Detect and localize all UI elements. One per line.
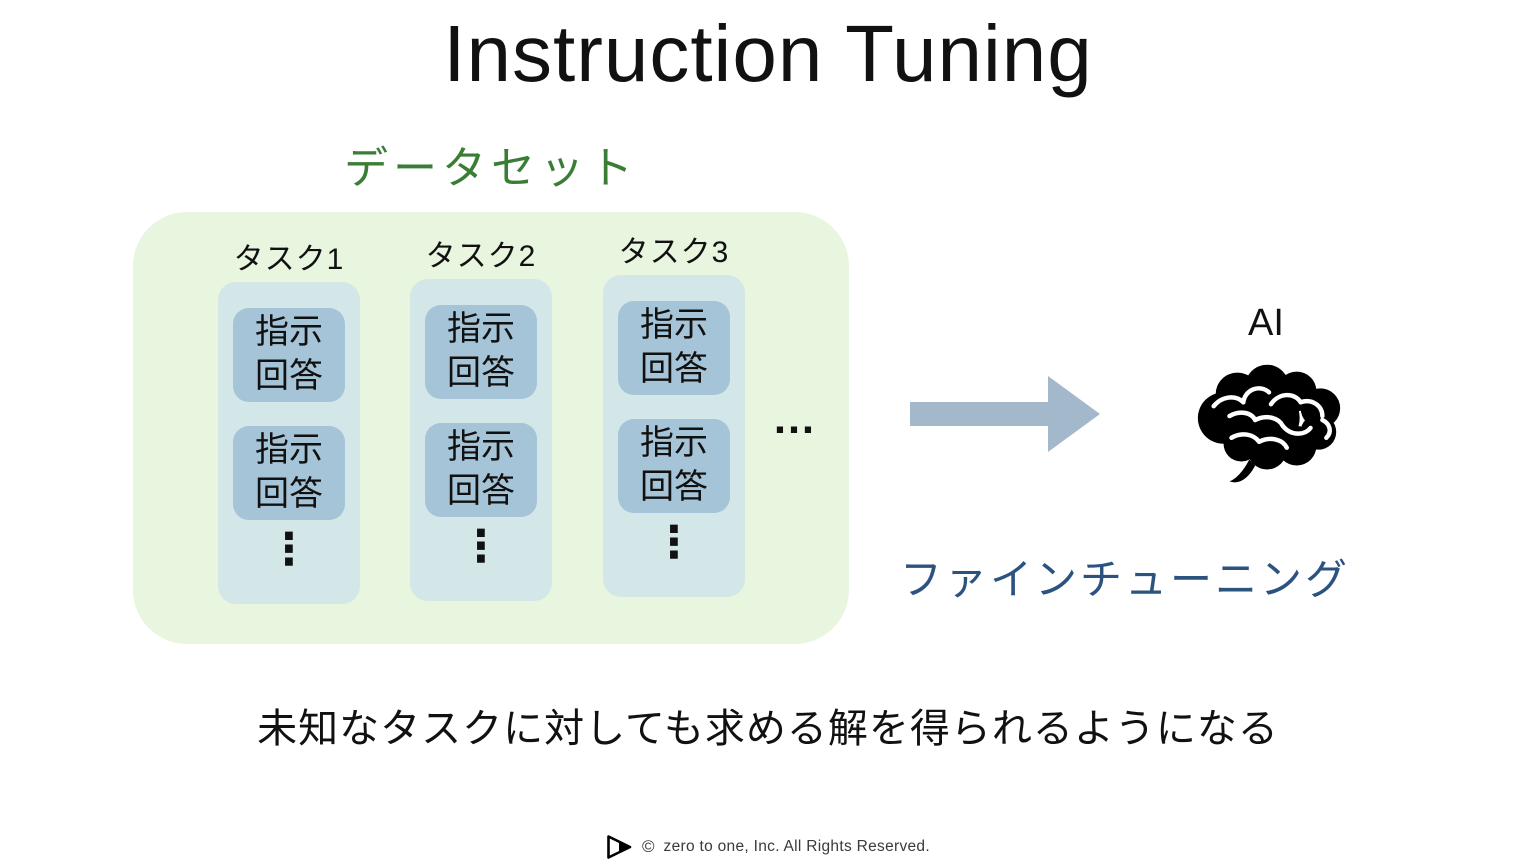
copyright-symbol: © bbox=[642, 837, 655, 856]
pair-answer-label: 回答 bbox=[447, 354, 515, 392]
pair-instruction-label: 指示 bbox=[447, 310, 515, 349]
dataset-label: データセット bbox=[344, 144, 638, 193]
pair-answer-label: 回答 bbox=[255, 357, 323, 395]
play-triangle-logo-icon bbox=[606, 834, 633, 860]
slide-title: Instruction Tuning bbox=[443, 9, 1093, 98]
instruction-answer-pair: 指示 回答 bbox=[618, 301, 730, 395]
brain-icon bbox=[1186, 360, 1354, 486]
footer: © zero to one, Inc. All Rights Reserved. bbox=[0, 834, 1536, 860]
instruction-answer-pair: 指示 回答 bbox=[233, 308, 345, 402]
more-tasks-ellipsis: … bbox=[772, 394, 819, 443]
task-column-2: タスク2 指示 回答 指示 回答 ⋮ bbox=[410, 231, 552, 601]
vertical-ellipsis: ⋮ bbox=[459, 521, 503, 572]
copyright-text: zero to one, Inc. All Rights Reserved. bbox=[663, 838, 930, 855]
instruction-answer-pair: 指示 回答 bbox=[425, 305, 537, 399]
pair-answer-label: 回答 bbox=[255, 475, 323, 513]
task-3-box: 指示 回答 指示 回答 ⋮ bbox=[603, 275, 745, 597]
task-2-box: 指示 回答 指示 回答 ⋮ bbox=[410, 279, 552, 601]
slide-caption: 未知なタスクに対しても求める解を得られるようになる bbox=[257, 707, 1279, 751]
task-column-1: タスク1 指示 回答 指示 回答 ⋮ bbox=[218, 234, 360, 604]
vertical-ellipsis: ⋮ bbox=[652, 517, 696, 568]
task-1-box: 指示 回答 指示 回答 ⋮ bbox=[218, 282, 360, 604]
pair-instruction-label: 指示 bbox=[255, 431, 323, 470]
task-3-label: タスク3 bbox=[618, 236, 730, 269]
instruction-answer-pair: 指示 回答 bbox=[425, 423, 537, 517]
pair-answer-label: 回答 bbox=[640, 468, 708, 506]
instruction-answer-pair: 指示 回答 bbox=[233, 426, 345, 520]
pair-instruction-label: 指示 bbox=[640, 424, 708, 463]
finetuning-label: ファインチューニング bbox=[900, 556, 1351, 603]
task-column-3: タスク3 指示 回答 指示 回答 ⋮ bbox=[603, 227, 745, 597]
ai-label: AI bbox=[1248, 302, 1284, 344]
vertical-ellipsis: ⋮ bbox=[267, 524, 311, 575]
pair-instruction-label: 指示 bbox=[640, 306, 708, 345]
pair-answer-label: 回答 bbox=[447, 472, 515, 510]
pair-instruction-label: 指示 bbox=[447, 428, 515, 467]
pair-answer-label: 回答 bbox=[640, 350, 708, 388]
task-2-label: タスク2 bbox=[425, 240, 537, 273]
instruction-answer-pair: 指示 回答 bbox=[618, 419, 730, 513]
task-1-label: タスク1 bbox=[233, 243, 345, 276]
right-arrow-icon bbox=[910, 372, 1102, 456]
pair-instruction-label: 指示 bbox=[255, 313, 323, 352]
